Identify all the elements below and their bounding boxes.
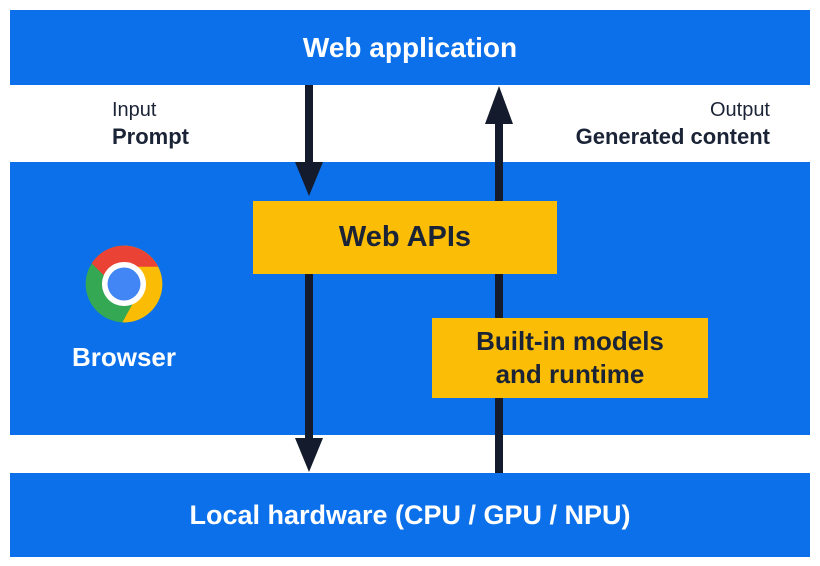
chrome-browser-icon [85, 245, 163, 323]
web-apis-box: Web APIs [253, 201, 557, 274]
chrome-blue-center [107, 267, 141, 301]
builtin-models-label: Built-in models and runtime [476, 326, 664, 389]
builtin-models-box: Built-in models and runtime [432, 318, 708, 398]
output-arrow-line [495, 120, 503, 473]
web-application-label: Web application [302, 31, 518, 63]
output-label-group: Output Generated content [576, 97, 770, 151]
output-arrowhead [485, 86, 513, 124]
input-arrowhead-top [295, 162, 323, 196]
local-hardware-label: Local hardware (CPU / GPU / NPU) [189, 499, 631, 530]
input-title: Input [112, 99, 157, 121]
input-arrow-line-bottom [305, 274, 313, 440]
browser-label: Browser [71, 342, 177, 372]
input-arrow-line-top [305, 85, 313, 164]
local-hardware-bar: Local hardware (CPU / GPU / NPU) [10, 473, 810, 557]
web-apis-label: Web APIs [338, 221, 472, 253]
input-arrowhead-bottom [295, 438, 323, 472]
input-label-group: Input Prompt [112, 97, 189, 151]
output-title: Output [709, 99, 770, 121]
output-value: Generated content [575, 124, 770, 149]
input-value: Prompt [112, 124, 189, 149]
chrome-red-segment [91, 245, 159, 292]
web-application-bar: Web application [10, 10, 810, 85]
